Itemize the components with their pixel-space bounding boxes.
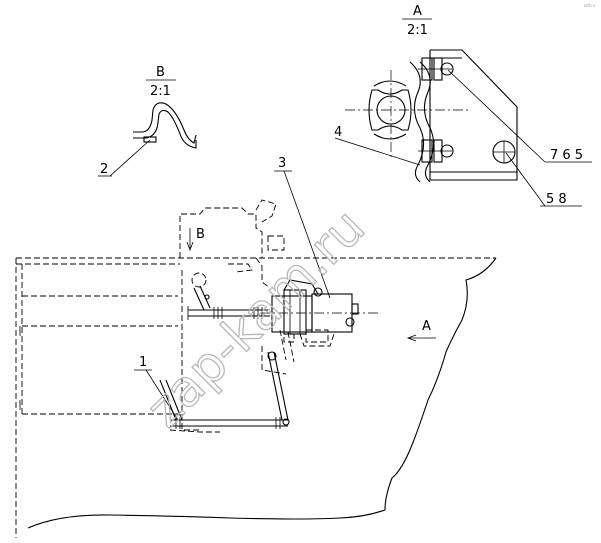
view-a-scale: 2:1 xyxy=(407,23,428,38)
break-line-bottom xyxy=(27,509,386,529)
cross-fitting xyxy=(368,89,412,131)
leader-765 xyxy=(447,69,546,163)
leader-4 xyxy=(334,137,421,166)
callout-2: 2 xyxy=(100,162,108,177)
callout-58: 5 8 xyxy=(546,192,567,207)
break-line-right xyxy=(384,257,497,511)
watermark-text: zap-kam.ru xyxy=(135,198,376,439)
leader-3 xyxy=(283,170,331,299)
bent-pipe xyxy=(133,102,197,144)
view-b-detail: B 2:1 2 xyxy=(98,65,197,177)
housing-outline xyxy=(179,207,263,258)
view-b-scale: 2:1 xyxy=(150,84,171,99)
leader-2 xyxy=(109,139,151,177)
view-a-letter: A xyxy=(413,4,422,19)
leader-1 xyxy=(145,369,179,421)
main-assembly-view: B xyxy=(15,156,497,538)
callout-4: 4 xyxy=(334,125,342,140)
bracket-plate xyxy=(429,49,518,181)
callout-1: 1 xyxy=(139,355,147,370)
view-b-letter: B xyxy=(156,65,165,80)
leader-58 xyxy=(505,152,546,207)
callout-765: 7 6 5 xyxy=(550,148,583,163)
view-b-marker: B xyxy=(196,227,205,242)
callout-3: 3 xyxy=(278,156,286,171)
corner-mark: sdf.ru xyxy=(584,3,596,8)
view-a-detail: A 2:1 7 6 5 xyxy=(334,4,592,207)
view-a-marker: A xyxy=(422,319,431,334)
lever-vertical xyxy=(267,351,283,421)
clamp-wave xyxy=(409,61,425,183)
